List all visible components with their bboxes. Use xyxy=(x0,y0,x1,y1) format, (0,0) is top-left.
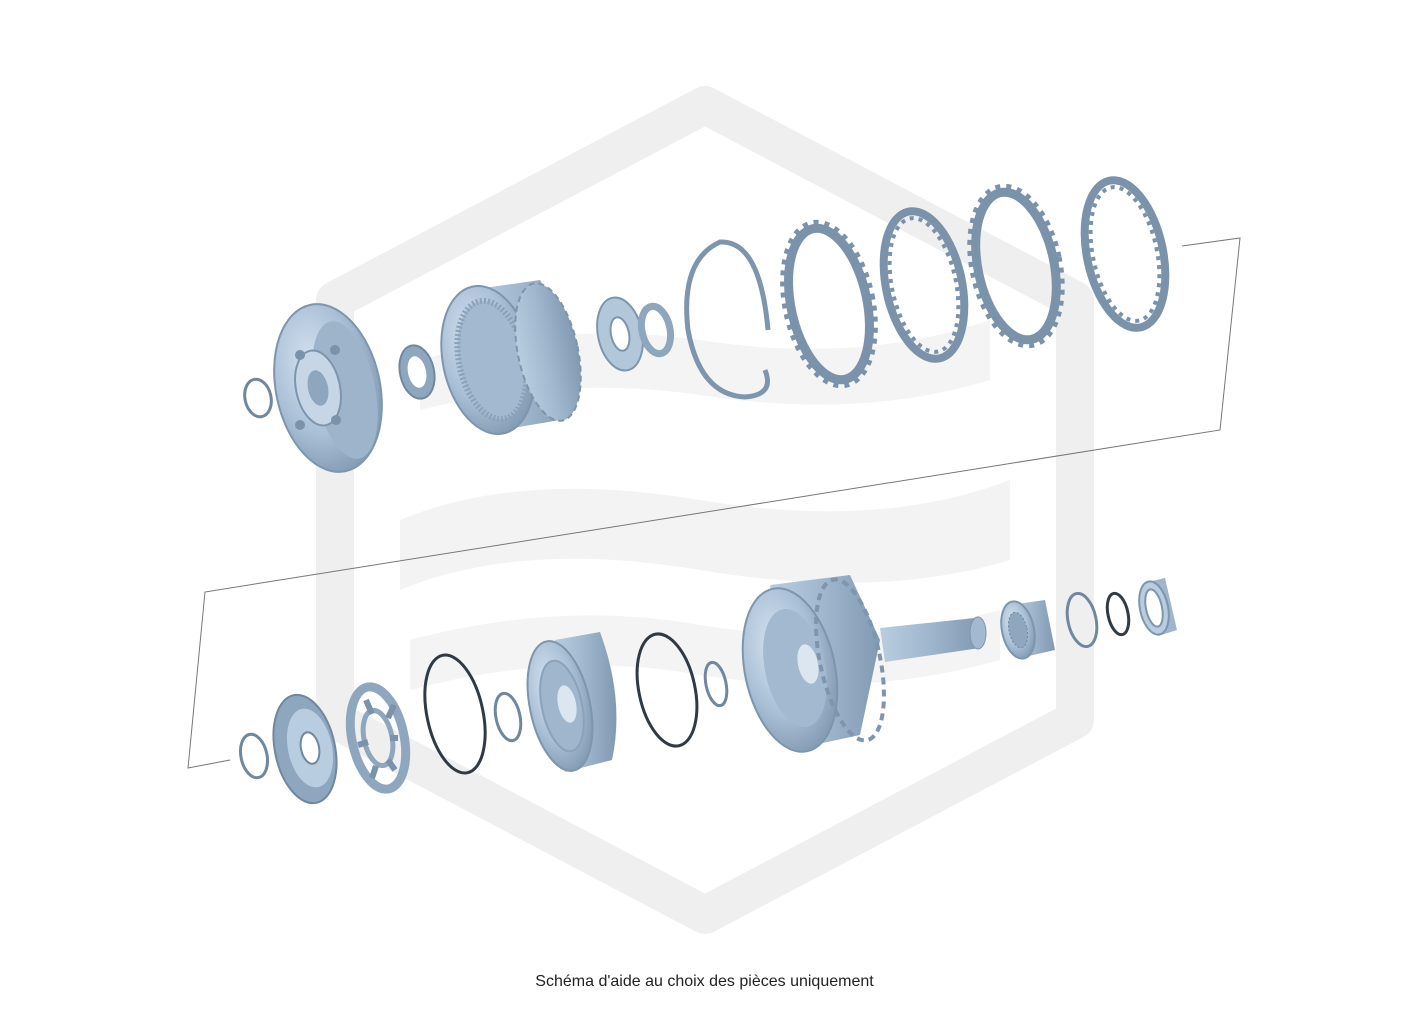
ring-gear-drum[interactable] xyxy=(428,277,592,442)
clutch-drum-shaft[interactable] xyxy=(729,574,987,761)
snap-ring-right[interactable] xyxy=(1063,591,1102,650)
piston[interactable] xyxy=(517,632,617,777)
snap-ring-lower[interactable] xyxy=(237,732,272,780)
leader-line xyxy=(187,237,1241,769)
exploded-parts-diagram xyxy=(187,86,1241,934)
clutch-plate-4[interactable] xyxy=(1072,173,1178,336)
thrust-bearing[interactable] xyxy=(591,293,649,375)
needle-bearing[interactable] xyxy=(996,598,1055,661)
watermark-logo xyxy=(316,86,1094,934)
planetary-carrier[interactable] xyxy=(259,294,396,482)
clutch-plate-1[interactable] xyxy=(769,214,890,395)
snap-ring[interactable] xyxy=(241,377,274,420)
return-spring[interactable] xyxy=(342,682,414,795)
seal-ring-outer[interactable] xyxy=(628,628,706,751)
large-snap-ring[interactable] xyxy=(684,239,771,400)
bushing[interactable] xyxy=(1135,578,1177,637)
diagram-caption: Schéma d'aide au choix des pièces unique… xyxy=(535,973,874,990)
piston-retainer[interactable] xyxy=(264,689,346,809)
seal-ring-small[interactable] xyxy=(491,691,524,743)
thrust-washer[interactable] xyxy=(395,342,439,402)
seal-ring-large[interactable] xyxy=(415,649,495,778)
clutch-plate-2[interactable] xyxy=(871,204,977,367)
thrust-washer-small[interactable] xyxy=(637,302,675,358)
clutch-plate-3[interactable] xyxy=(956,178,1076,355)
o-ring[interactable] xyxy=(1104,591,1132,637)
seal-ring-inner[interactable] xyxy=(702,660,731,708)
